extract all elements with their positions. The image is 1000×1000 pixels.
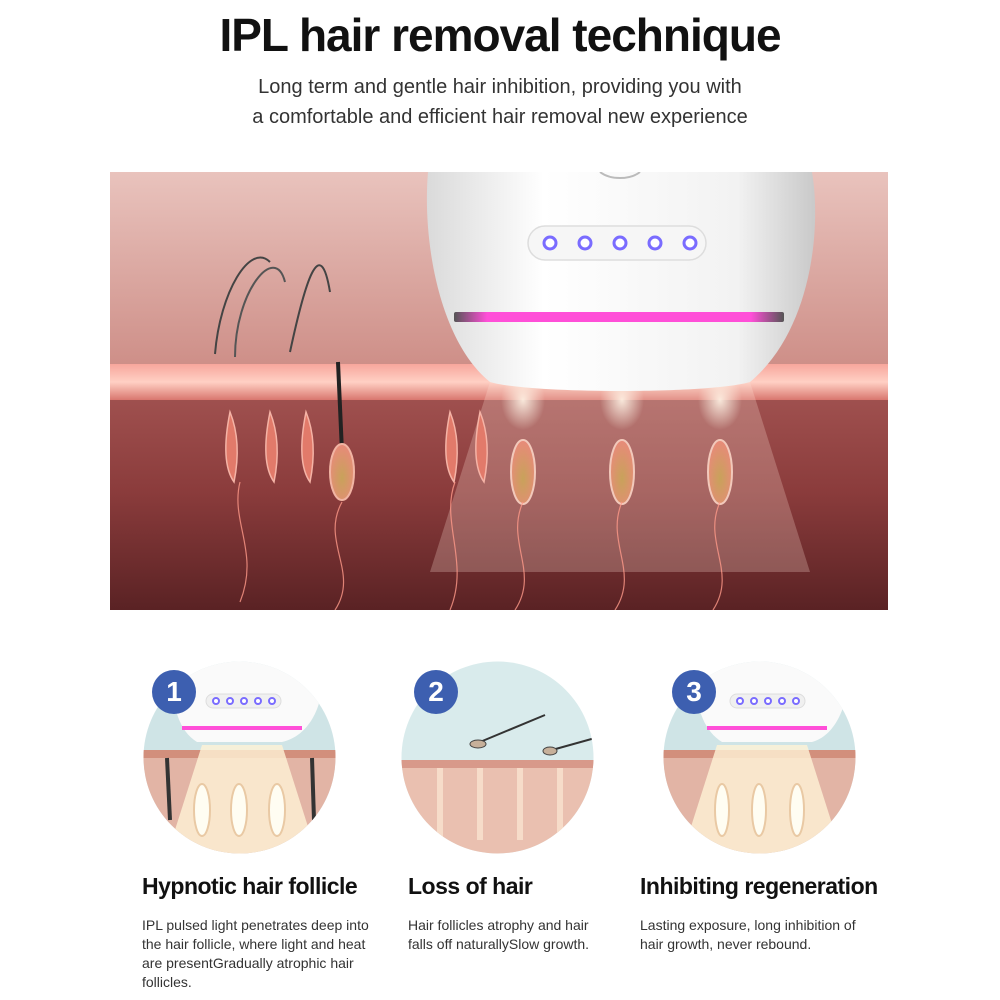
device-on-skin-icon xyxy=(663,661,856,854)
step-number-badge: 2 xyxy=(414,670,458,714)
page-subtitle: Long term and gentle hair inhibition, pr… xyxy=(0,72,1000,132)
subtitle-line-1: Long term and gentle hair inhibition, pr… xyxy=(258,76,742,98)
step-number-badge: 1 xyxy=(152,670,196,714)
step-number-badge: 3 xyxy=(672,670,716,714)
falling-hair-icon xyxy=(401,661,594,854)
step-title: Loss of hair xyxy=(408,873,533,899)
subtitle-line-2: a comfortable and efficient hair removal… xyxy=(252,106,748,128)
device-on-skin-icon xyxy=(143,661,336,854)
step-description: Lasting exposure, long inhibition of hai… xyxy=(640,917,856,952)
step-title: Inhibiting regeneration xyxy=(640,873,878,899)
step-title: Hypnotic hair follicle xyxy=(142,873,358,899)
step-description: Hair follicles atrophy and hair falls of… xyxy=(408,917,590,952)
step-description: IPL pulsed light penetrates deep into th… xyxy=(142,917,369,990)
page-title: IPL hair removal technique xyxy=(219,9,781,61)
ipl-device-illustration xyxy=(110,172,888,610)
